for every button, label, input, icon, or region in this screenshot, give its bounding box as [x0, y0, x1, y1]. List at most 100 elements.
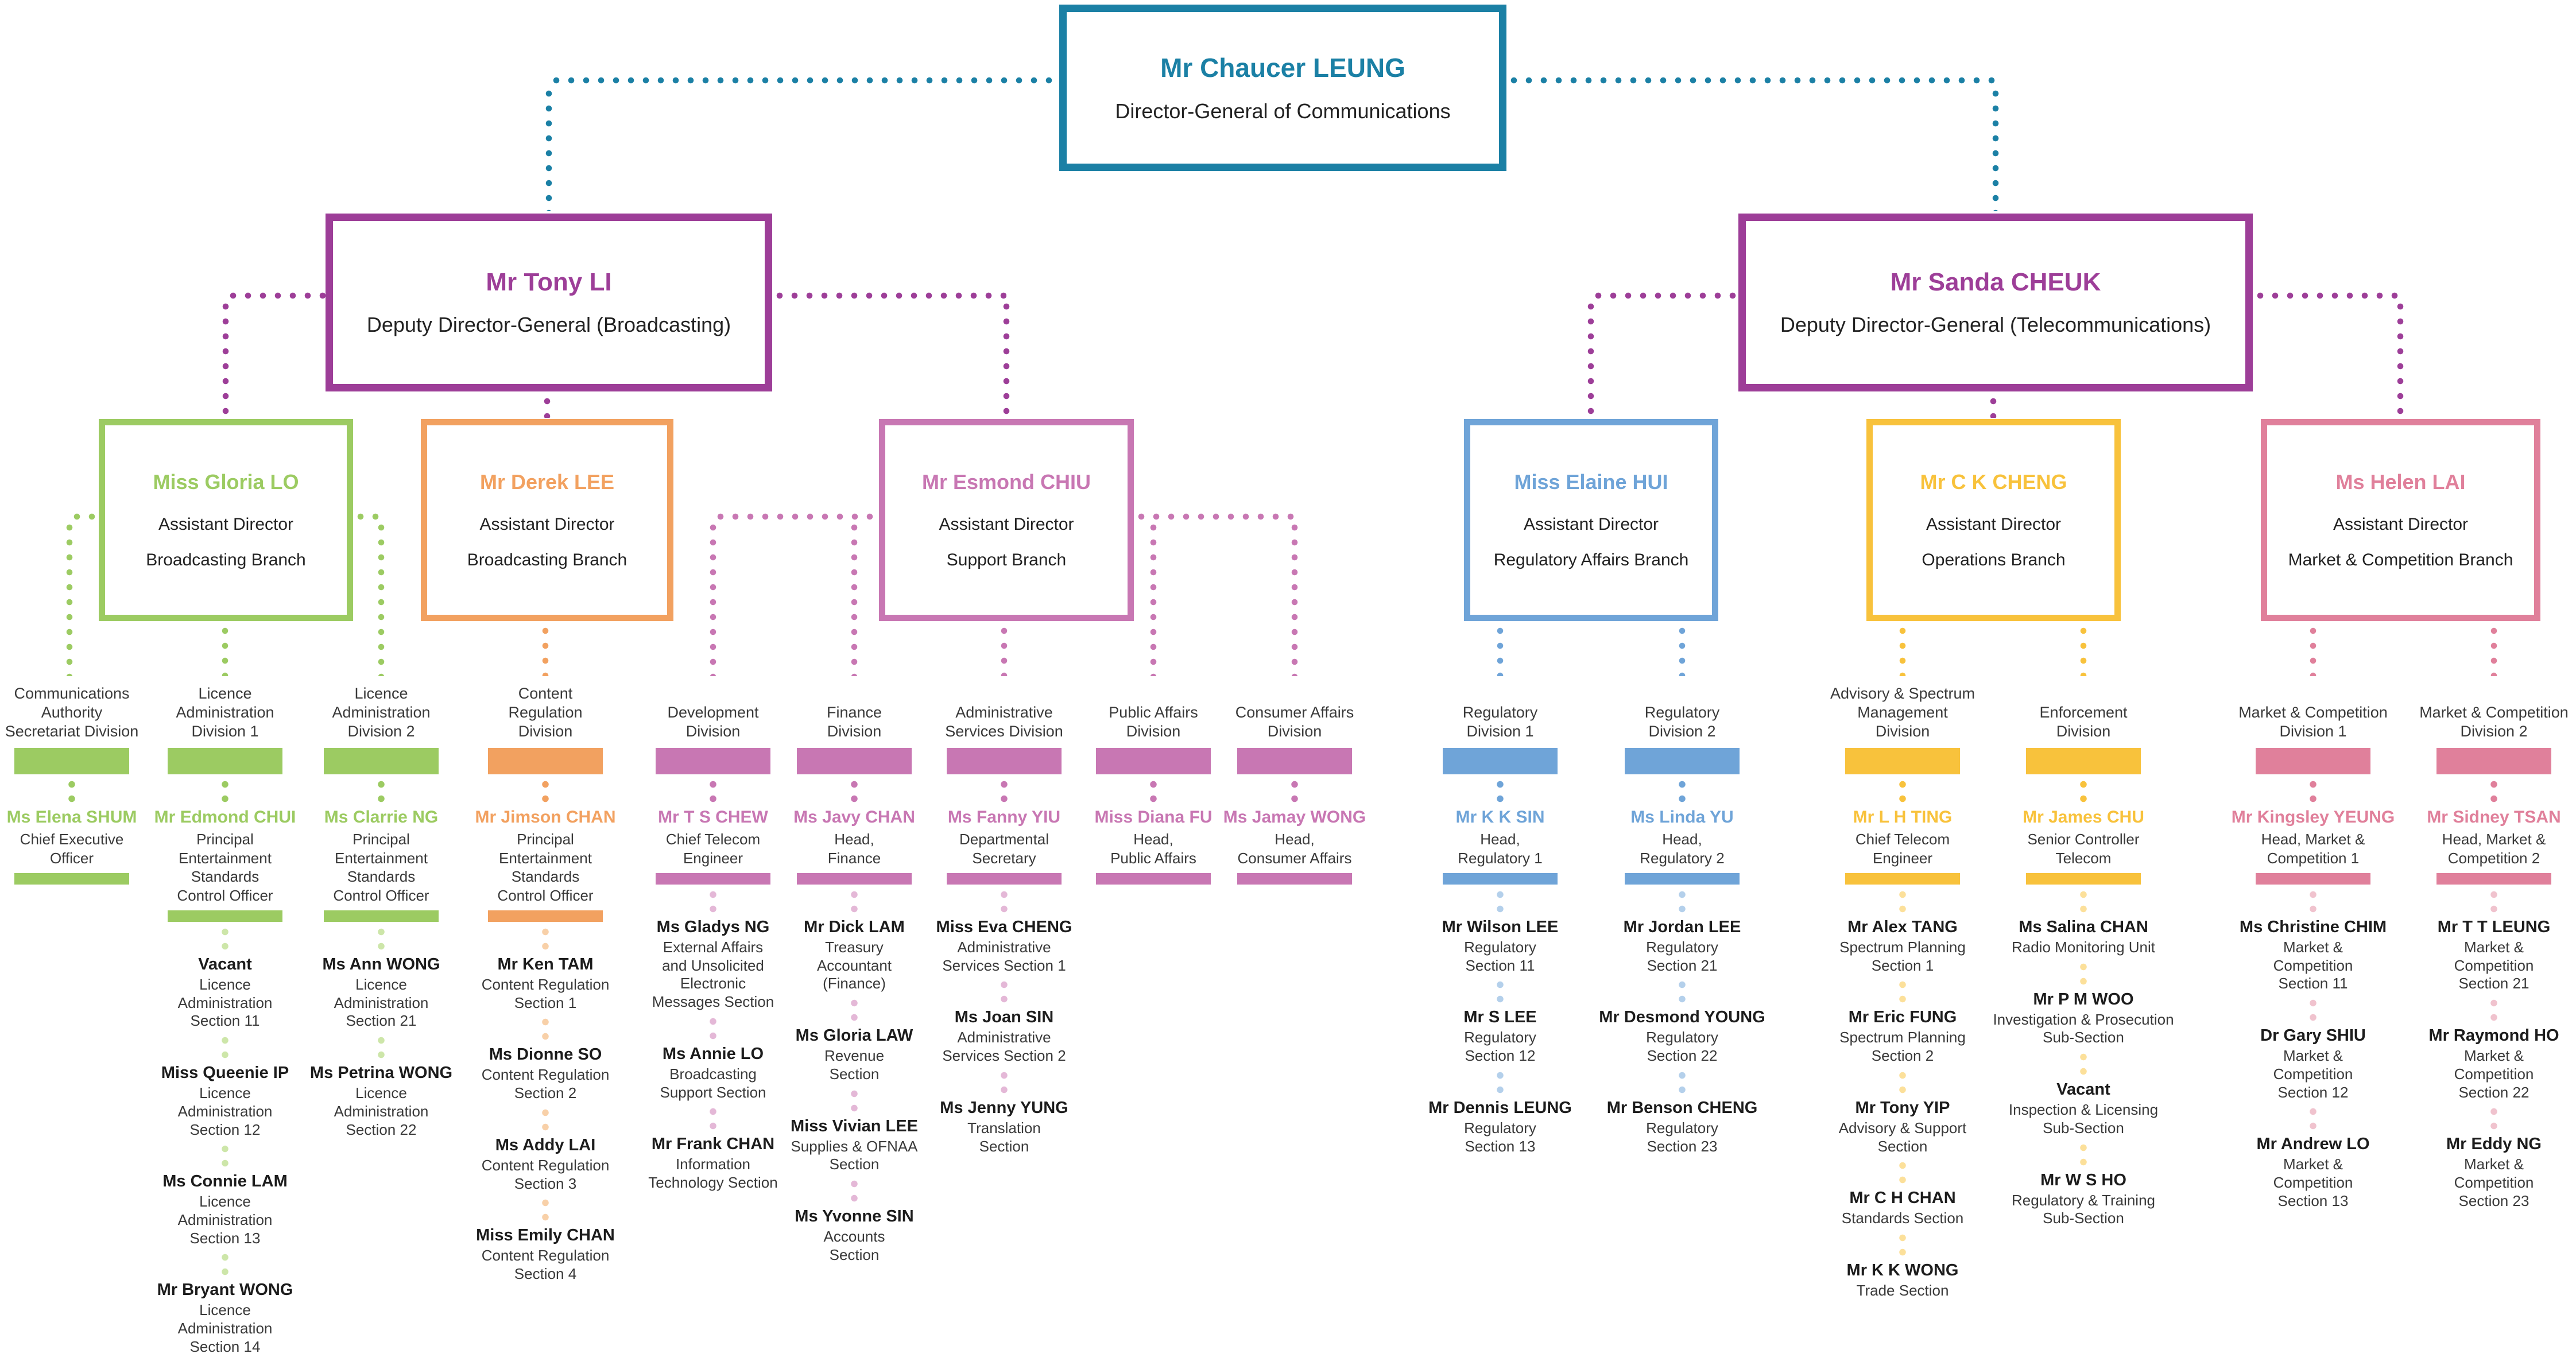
staff-role: Administrative Services Section 1 [942, 938, 1066, 974]
staff-name: Ms Christine CHIM [2239, 918, 2387, 936]
connector-dotted-line [2253, 292, 2400, 299]
division-column: Public Affairs Division Miss Diana FU He… [1073, 680, 1234, 885]
division-column: Regulatory Division 2 Ms Linda YU Head, … [1599, 680, 1765, 1155]
deputy-dg-role: Deputy Director-General (Telecommunicati… [1780, 313, 2211, 336]
dotted-connector [1899, 978, 1906, 1007]
staff-list: Ms Gladys NG External Affairs and Unsoli… [648, 885, 778, 1192]
deputy-dg-name: Mr Sanda CHEUK [1890, 268, 2101, 296]
dotted-connector [709, 1014, 716, 1043]
officer-role: Departmental Secretary [959, 831, 1049, 867]
officer-bar [488, 910, 603, 922]
staff-role: Regulatory Section 22 [1646, 1029, 1718, 1065]
assistant-director-box: Miss Gloria LO Assistant Director Broadc… [99, 419, 353, 621]
dotted-connector [850, 1177, 858, 1206]
connector-dotted-line [66, 520, 73, 676]
dotted-connector [2079, 1050, 2087, 1079]
division-column: Licence Administration Division 2 Ms Cla… [301, 680, 462, 1139]
staff-name: Ms Annie LO [662, 1044, 764, 1063]
connector-dotted-line [2310, 623, 2317, 676]
division-title: Administrative Services Division [945, 704, 1063, 740]
division-title: Finance Division [826, 704, 882, 740]
staff-list: Mr Ken TAM Content Regulation Section 1 … [476, 922, 615, 1283]
division-bar [168, 748, 282, 774]
assistant-director-branch: Regulatory Affairs Branch [1493, 550, 1689, 569]
dotted-connector [2490, 1104, 2497, 1134]
staff-name: Mr Ken TAM [497, 955, 594, 974]
dotted-connector [1899, 1158, 1906, 1188]
officer-role: Senior Controller Telecom [2027, 831, 2140, 867]
officer-name: Mr James CHU [2023, 808, 2144, 827]
staff-role: Spectrum Planning Section 1 [1839, 938, 1966, 974]
division-title: Regulatory Division 1 [1462, 704, 1538, 740]
dotted-connector [1291, 777, 1298, 806]
division-bar [656, 748, 770, 774]
staff-role: Content Regulation Section 1 [481, 976, 610, 1011]
staff-name: Vacant [2056, 1080, 2110, 1099]
deputy-dg-role: Deputy Director-General (Broadcasting) [366, 313, 731, 336]
staff-role: Radio Monitoring Unit [2011, 938, 2155, 956]
assistant-director-name: Miss Gloria LO [153, 470, 299, 494]
assistant-director-branch: Market & Competition Branch [2288, 550, 2513, 569]
staff-role: Investigation & Prosecution Sub-Section [1993, 1010, 2174, 1046]
dotted-connector [2490, 996, 2497, 1025]
staff-name: Mr Dennis LEUNG [1428, 1098, 1572, 1117]
staff-name: Miss Eva CHENG [936, 918, 1072, 936]
connector-dotted-line [2397, 299, 2404, 417]
officer-role: Principal Entertainment Standards Contro… [177, 831, 273, 904]
dotted-connector [1679, 777, 1686, 806]
division-bar [1625, 748, 1740, 774]
dotted-connector [542, 777, 549, 806]
dotted-connector [2079, 1140, 2087, 1169]
dotted-connector [850, 996, 858, 1025]
division-column: Development Division Mr T S CHEW Chief T… [633, 680, 793, 1192]
staff-role: Content Regulation Section 2 [481, 1066, 610, 1102]
staff-name: Mr Eddy NG [2446, 1135, 2542, 1154]
staff-role: Accounts Section [823, 1228, 885, 1263]
deputy-dg-telecom-box: Mr Sanda CHEUK Deputy Director-General (… [1738, 214, 2253, 391]
dotted-connector [1497, 777, 1504, 806]
dotted-connector [709, 1104, 716, 1134]
dotted-connector [541, 925, 549, 953]
division-bar [324, 748, 439, 774]
connector-dotted-line [549, 77, 1059, 84]
dotted-connector [2080, 777, 2087, 806]
dotted-connector [1000, 887, 1008, 916]
staff-name: Mr Jordan LEE [1623, 918, 1741, 936]
staff-name: Mr Alex TANG [1847, 918, 1958, 936]
connector-dotted-line [710, 520, 716, 676]
division-column: Advisory & Spectrum Management Division … [1816, 680, 1989, 1300]
director-general-name: Mr Chaucer LEUNG [1160, 53, 1405, 83]
staff-role: Advisory & Support Section [1838, 1119, 1967, 1155]
connector-dotted-line [1291, 520, 1298, 676]
dotted-connector [1679, 1068, 1686, 1097]
division-bar [1845, 748, 1960, 774]
assistant-director-role: Assistant Director [479, 515, 615, 534]
connector-dotted-line [1679, 623, 1686, 676]
staff-name: Ms Jenny YUNG [940, 1098, 1068, 1117]
staff-role: Regulatory Section 12 [1464, 1029, 1536, 1065]
staff-role: Translation Section [967, 1119, 1041, 1155]
staff-name: Mr K K WONG [1846, 1261, 1959, 1280]
director-general-role: Director-General of Communications [1115, 99, 1451, 123]
connector-dotted-line [226, 292, 326, 299]
dotted-connector [710, 777, 716, 806]
division-title: Communications Authority Secretariat Div… [5, 685, 139, 740]
officer-role: Head, Market & Competition 2 [2442, 831, 2546, 867]
officer-name: Mr Jimson CHAN [475, 808, 616, 827]
officer-bar [947, 873, 1062, 885]
connector-dotted-line [1134, 513, 1297, 520]
assistant-director-role: Assistant Director [1523, 515, 1659, 534]
connector-dotted-line [1591, 292, 1738, 299]
connector-dotted-line [1001, 623, 1008, 676]
division-bar [14, 748, 129, 774]
dotted-connector [1001, 777, 1008, 806]
staff-name: Vacant [198, 955, 252, 974]
officer-bar [656, 873, 770, 885]
officer-role: Head, Finance [827, 831, 881, 867]
assistant-director-branch: Broadcasting Branch [467, 550, 627, 569]
division-bar [1443, 748, 1558, 774]
staff-name: Miss Emily CHAN [476, 1226, 615, 1245]
staff-role: Licence Administration Section 22 [334, 1084, 429, 1138]
officer-name: Miss Diana FU [1094, 808, 1213, 827]
dotted-connector [222, 925, 228, 953]
